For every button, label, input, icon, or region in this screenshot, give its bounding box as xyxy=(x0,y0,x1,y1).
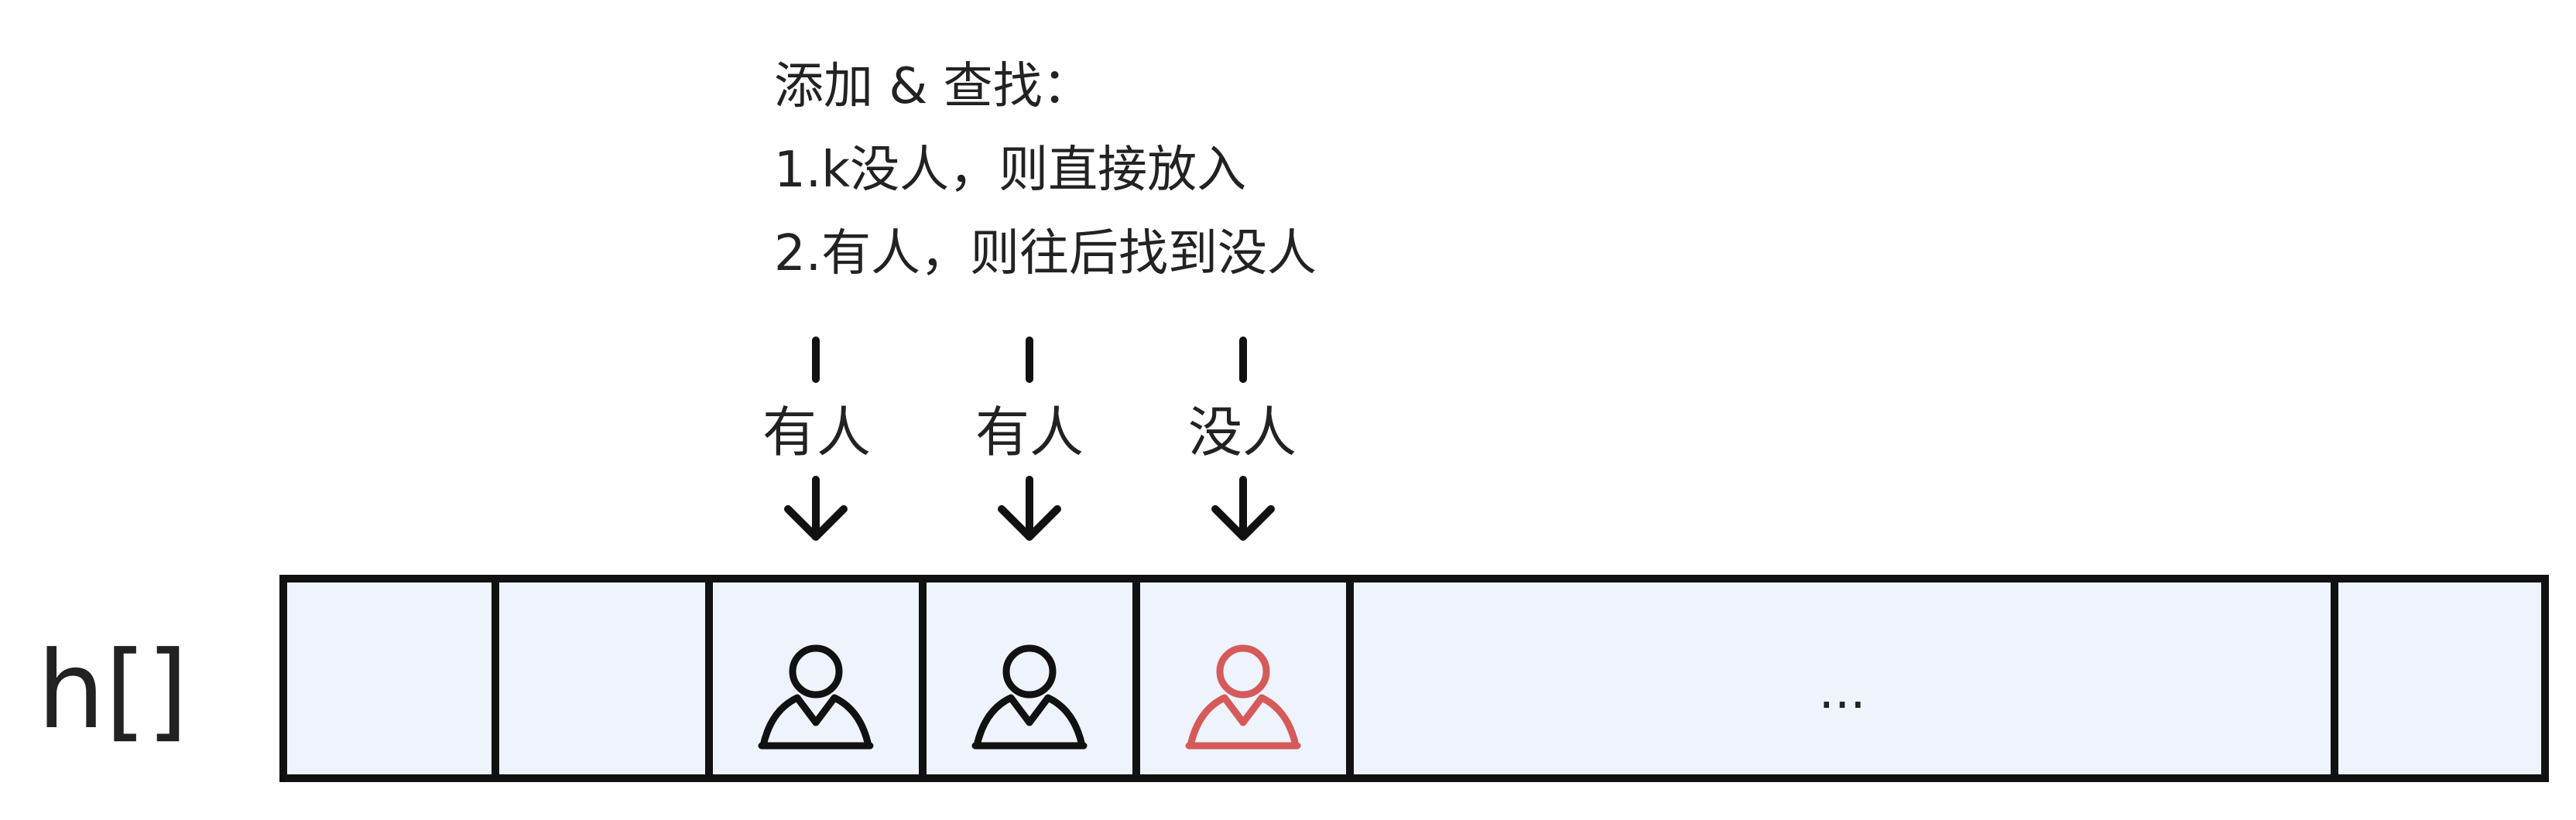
occupants xyxy=(758,644,1301,750)
pointer-label-slot-2: 有人 xyxy=(762,401,871,464)
array-slot-4 xyxy=(1132,575,1354,782)
person-icon xyxy=(971,644,1088,750)
down-arrow-icon xyxy=(784,337,848,541)
array-slot-2 xyxy=(705,575,927,782)
note-title: 添加 & 查找： xyxy=(774,58,1092,115)
person-icon xyxy=(1185,644,1301,750)
pointer-label-slot-4: 没人 xyxy=(1188,401,1297,464)
pointer-label-slot-3: 有人 xyxy=(975,401,1084,464)
probe-rules-note: 添加 & 查找： 1.k没人，则直接放入 2.有人，则往后找到没人 xyxy=(774,45,1317,296)
probe-arrows xyxy=(784,337,1275,541)
array-slot-6 xyxy=(2331,575,2549,782)
array-cells xyxy=(279,575,2549,782)
more-slots-ellipsis: ... xyxy=(1818,663,1866,720)
note-rule-1: 1.k没人，则直接放入 xyxy=(774,142,1247,199)
array-slot-5 xyxy=(1346,575,2338,782)
array-name-label: h[] xyxy=(37,628,189,753)
person-icon xyxy=(758,644,874,750)
note-rule-2: 2.有人，则往后找到没人 xyxy=(774,225,1317,282)
array-slot-0 xyxy=(279,575,499,782)
down-arrow-icon xyxy=(1211,337,1275,541)
down-arrow-icon xyxy=(998,337,1061,541)
array-slot-1 xyxy=(492,575,713,782)
